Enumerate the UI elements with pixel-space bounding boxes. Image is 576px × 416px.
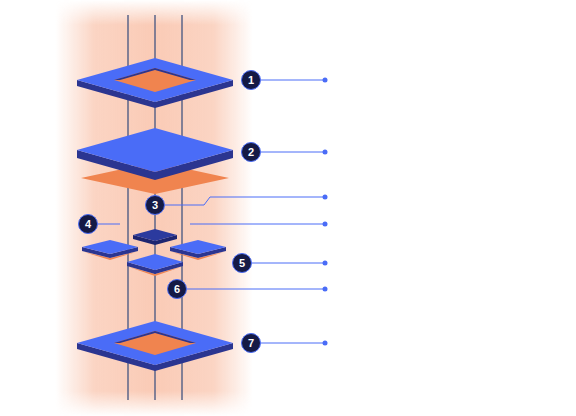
callout-circle: 4 bbox=[78, 214, 98, 234]
callout-number: 1 bbox=[248, 75, 254, 86]
solid-plate bbox=[77, 128, 233, 194]
callout-number: 3 bbox=[152, 200, 158, 211]
glow-band bbox=[55, 0, 253, 416]
callout-circle: 6 bbox=[167, 279, 187, 299]
callout-number: 2 bbox=[248, 147, 254, 158]
bottom-frame bbox=[77, 321, 233, 371]
small-tiles bbox=[82, 229, 226, 276]
callout-circle: 5 bbox=[232, 253, 252, 273]
callout-circle: 7 bbox=[241, 333, 261, 353]
callout-circle: 2 bbox=[241, 142, 261, 162]
leader-dots bbox=[323, 78, 328, 346]
callout-number: 6 bbox=[174, 284, 180, 295]
leader-lines bbox=[98, 80, 325, 343]
callout-circle: 1 bbox=[241, 70, 261, 90]
callout-number: 7 bbox=[248, 338, 254, 349]
callout-number: 4 bbox=[85, 219, 91, 230]
callout-circle: 3 bbox=[145, 195, 165, 215]
callout-number: 5 bbox=[239, 258, 245, 269]
top-frame bbox=[77, 58, 233, 108]
